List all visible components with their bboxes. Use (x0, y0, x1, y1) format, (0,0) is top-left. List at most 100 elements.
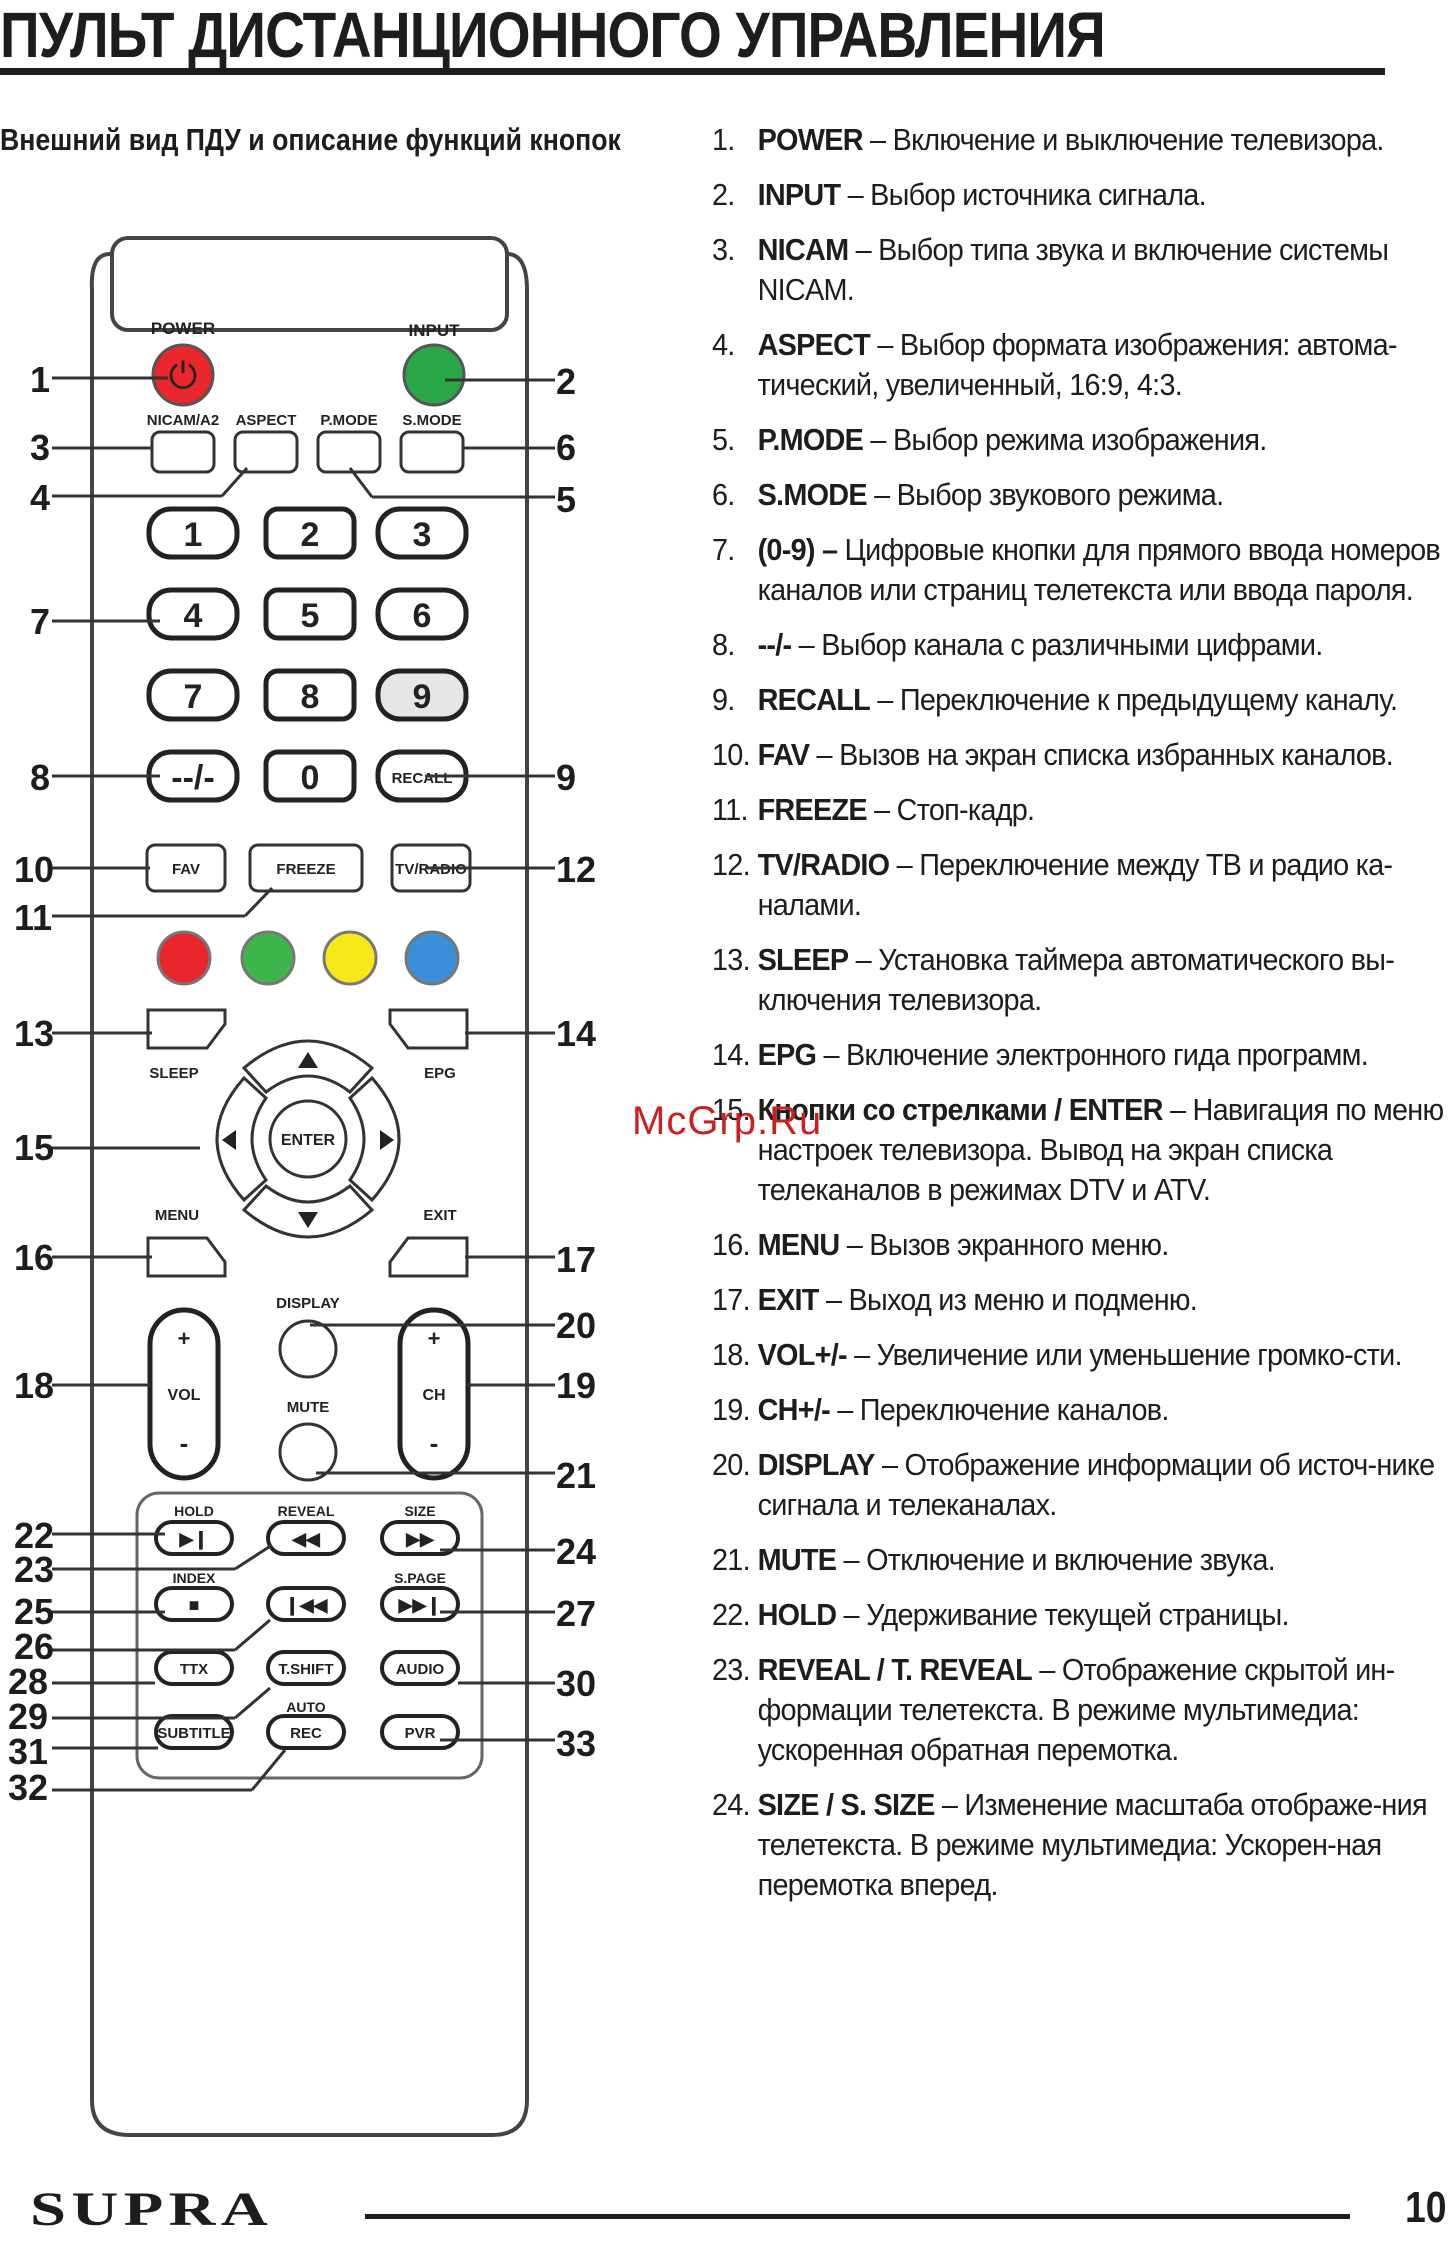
function-text: – Переключение к предыдущему каналу. (870, 682, 1398, 717)
epg-button (388, 1008, 469, 1050)
callout-15: 15 (14, 1127, 54, 1168)
callout-19: 19 (556, 1365, 596, 1406)
callout-22: 22 (14, 1515, 54, 1556)
digit-5-label: 5 (301, 597, 320, 635)
index-button (154, 1586, 234, 1622)
function-key: FREEZE (757, 792, 868, 827)
menu-label: MENU (155, 1207, 199, 1224)
function-text: – Отключение и включение звука. (836, 1542, 1276, 1577)
reveal-button (266, 1520, 346, 1556)
function-key: CH+/- (757, 1392, 831, 1427)
function-item: 13.SLEEP – Установка таймера автоматичес… (712, 940, 1446, 1020)
function-item: 16.MENU – Вызов экранного меню. (712, 1225, 1446, 1265)
function-item: 18.VOL+/- – Увеличение или уменьшение гр… (712, 1335, 1446, 1375)
function-key: SIZE / S. SIZE (757, 1787, 936, 1822)
function-number: 2. (712, 177, 735, 212)
digit-8-label: 8 (301, 678, 320, 716)
function-number: 15. (712, 1092, 751, 1127)
function-number: 20. (712, 1447, 751, 1482)
callout-25: 25 (14, 1591, 54, 1632)
ch-minus-label: - (430, 1428, 439, 1458)
rec-button (266, 1714, 346, 1750)
callout-29: 29 (8, 1696, 48, 1737)
callout-9: 9 (556, 757, 576, 798)
rewind-icon: ◀◀ (291, 1529, 321, 1549)
digit-9-button (375, 668, 469, 722)
rec-label: REC (290, 1725, 322, 1742)
digit-4-button (146, 587, 240, 641)
function-number: 10. (712, 737, 751, 772)
reveal-label: REVEAL (278, 1503, 335, 1519)
function-text: – Выбор формата изображения: автома-тиче… (757, 327, 1398, 402)
callout-33: 33 (556, 1723, 596, 1764)
function-number: 16. (712, 1227, 751, 1262)
function-text: – Стоп-кадр. (866, 792, 1035, 827)
ir-window (110, 236, 509, 332)
audio-label: AUDIO (396, 1661, 445, 1678)
function-text: – Отображение информации об источ-нике с… (757, 1447, 1436, 1522)
stop-icon: ■ (189, 1595, 200, 1615)
function-item: 22. HOLD – Удерживание текущей страницы. (712, 1595, 1446, 1635)
display-label: DISPLAY (276, 1295, 340, 1312)
callout-17: 17 (556, 1239, 596, 1280)
skip-back-icon: ❙◀◀ (285, 1595, 329, 1616)
fast-forward-icon: ▶▶ (405, 1529, 435, 1549)
callout-30: 30 (556, 1663, 596, 1704)
exit-label: EXIT (423, 1207, 456, 1224)
callout-18: 18 (14, 1365, 54, 1406)
function-number: 24. (712, 1787, 751, 1822)
audio-button (380, 1650, 460, 1686)
mute-label: MUTE (287, 1399, 330, 1416)
function-number: 3. (712, 232, 735, 267)
callout-7: 7 (30, 601, 50, 642)
function-item: 24.SIZE / S. SIZE – Изменение масштаба о… (712, 1785, 1446, 1905)
pmode-button (316, 430, 382, 474)
function-item: 3.NICAM – Выбор типа звука и включение с… (712, 230, 1446, 310)
size-button (380, 1520, 460, 1556)
function-item: 23.REVEAL / T. REVEAL – Отображение скры… (712, 1650, 1446, 1770)
function-number: 8. (712, 627, 735, 662)
blue-button (404, 930, 460, 986)
hold-label: HOLD (174, 1503, 214, 1519)
hold-button (154, 1520, 234, 1556)
function-item: 8.--/- – Выбор канала с различными цифра… (712, 625, 1446, 665)
function-key: INPUT (757, 177, 842, 212)
function-number: 7. (712, 532, 735, 567)
recall-label: RECALL (392, 770, 453, 787)
function-item: 10. FAV – Вызов на экран списка избранны… (712, 735, 1446, 775)
function-number: 5. (712, 422, 735, 457)
function-item: 5.P.MODE – Выбор режима изображения. (712, 420, 1446, 460)
function-item: 4.ASPECT – Выбор формата изображения: ав… (712, 325, 1446, 405)
callout-1: 1 (30, 359, 50, 400)
subtitle-button (154, 1714, 234, 1750)
callout-numbers: 1 2 3 4 5 6 7 8 9 10 11 12 13 14 15 16 1… (8, 359, 596, 1808)
digit-9-label: 9 (413, 678, 432, 716)
digit-0-label: 0 (301, 759, 320, 797)
function-item: 7.(0-9) – Цифровые кнопки для прямого вв… (712, 530, 1446, 610)
down-arrow-icon (298, 1212, 318, 1228)
function-text: – Вызов на экран списка избранных канало… (809, 737, 1394, 772)
function-item: 19.CH+/- – Переключение каналов. (712, 1390, 1446, 1430)
function-number: 14. (712, 1037, 751, 1072)
sleep-label: SLEEP (149, 1065, 198, 1082)
function-text: – Включение и выключение телевизора. (862, 122, 1384, 157)
left-arrow-button (215, 1075, 268, 1203)
callout-27: 27 (556, 1593, 596, 1634)
aspect-button (233, 430, 299, 474)
dash-label: --/- (171, 759, 214, 797)
vol-minus-label: - (180, 1428, 189, 1458)
ttx-label: TTX (180, 1661, 208, 1678)
function-list: 1.POWER – Включение и выключение телевиз… (712, 120, 1454, 1920)
callout-3: 3 (30, 427, 50, 468)
function-number: 19. (712, 1392, 751, 1427)
function-number: 21. (712, 1542, 751, 1577)
prev-button (266, 1586, 346, 1622)
callout-13: 13 (14, 1013, 54, 1054)
function-number: 13. (712, 942, 751, 977)
ch-plus-label: + (428, 1326, 441, 1351)
function-key: ASPECT (757, 327, 871, 362)
function-item: 11.FREEZE – Стоп-кадр. (712, 790, 1446, 830)
function-text: – Переключение каналов. (829, 1392, 1169, 1427)
tshift-button (266, 1650, 346, 1686)
